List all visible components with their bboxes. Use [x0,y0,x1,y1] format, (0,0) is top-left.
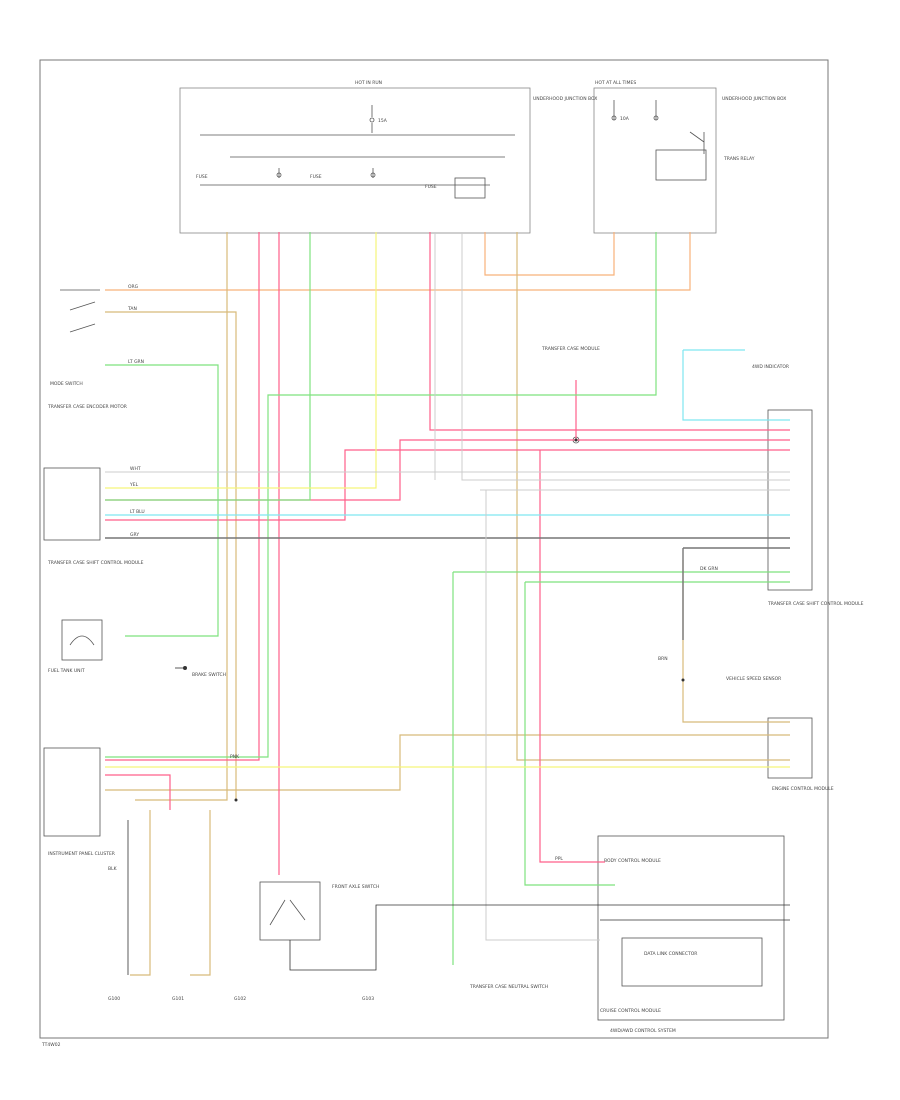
uhjb-left-label: UNDERHOOD JUNCTION BOX [533,96,597,102]
connector-dot-3 [234,798,238,802]
trans-case-shift-label: TRANSFER CASE SHIFT CONTROL MODULE [767,601,864,607]
g103-label: G103 [362,996,374,1002]
uhjb-right-label: UNDERHOOD JUNCTION BOX [722,96,786,102]
brake-switch-label: BRAKE SWITCH [192,672,226,678]
wire-orange-2 [484,232,615,276]
wire-pink-8 [105,774,171,810]
wire-lightgray-2 [461,232,790,481]
wire-orange-1 [105,232,691,291]
wire-label-ppl: PPL [555,856,563,862]
wire-tan-1 [105,311,237,800]
connector-dot-2 [574,438,578,442]
wire-label-org: ORG [128,284,139,290]
axle-switch-label: 4WD INDICATOR [752,364,789,370]
wire-label-dk-grn: DK GRN [700,566,718,572]
fuse-symbols [276,100,707,199]
hot-at-all-times-label: HOT AT ALL TIMES [595,80,636,86]
ptc-module-label: TRANSFER CASE MODULE [541,346,600,352]
wire-tan-4 [516,232,790,761]
g101-label: G101 [172,996,184,1002]
wire-label-gry: GRY [130,532,139,538]
dlc-label: DATA LINK CONNECTOR [644,951,697,957]
wire-label-brn: BRN [658,656,668,662]
wire-tan-2 [135,232,228,801]
wire-label-pnk: PNK [230,754,240,760]
fuse-b-label: FUSE [310,174,322,180]
wire-pink-3 [429,232,790,431]
bcm-label: BODY CONTROL MODULE [604,858,661,864]
hot-in-run-label: HOT IN RUN [355,80,382,86]
wire-green-2 [105,364,219,637]
wire-green-3 [105,232,657,758]
transfer-case-ecm-label: TRANSFER CASE ENCODER MOTOR [47,404,127,410]
diagram-frame [39,59,829,1039]
wire-cyan-2 [682,350,790,421]
wire-label-yel: YEL [129,482,139,488]
neutral-switch-label: TRANSFER CASE NEUTRAL SWITCH [469,984,548,990]
fuse-10a-label: 10A [620,116,630,122]
wire-green-1 [105,232,311,501]
wire-black-2 [289,904,790,971]
wire-label-blk: BLK [108,866,118,872]
cruise-label: CRUISE CONTROL MODULE [600,1008,661,1014]
wire-pink-4 [105,439,790,501]
page-code-label: TT4W02 [41,1042,61,1048]
wire-label-lt-grn: LT GRN [128,359,144,365]
footer-note-label: 4WD/AWD CONTROL SYSTEM [610,1028,676,1034]
wire-tan-7 [190,810,211,976]
wire-pink-5 [105,449,790,521]
wire-label-wht: WHT [130,466,141,472]
right-module-symbols [572,409,813,1021]
g100-label: G100 [108,996,120,1002]
wire-pink-7 [539,450,605,863]
connector-dot-4 [681,678,685,682]
wire-tan-3 [105,734,790,791]
wire-label-tan: TAN [127,306,137,312]
wire-green-7 [524,582,615,886]
wire-tan-5 [682,560,790,723]
fuse-block-main [179,87,531,234]
ipc-label: INSTRUMENT PANEL CLUSTER [48,851,115,857]
fuse-15a-label: 15A [378,118,388,124]
engine-control-label: ENGINE CONTROL MODULE [772,786,834,792]
wire-yellow-1 [105,232,377,489]
fuse-c-label: FUSE [425,184,437,190]
wire-tan-6 [130,810,151,976]
g102-label: G102 [234,996,246,1002]
mode-switch-label: MODE SWITCH [50,381,83,387]
wire-lightgray-4 [485,490,600,941]
vss-label: VEHICLE SPEED SENSOR [726,676,781,682]
wire-label-lt-blu: LT BLU [130,509,145,515]
connector-dot-1 [183,666,187,670]
fuse-block-right [593,87,717,234]
fuse-a-label: FUSE [196,174,208,180]
wire-pink-1 [105,232,260,761]
tcm-left-label: TRANSFER CASE SHIFT CONTROL MODULE [47,560,144,566]
front-axle-switch-label: FRONT AXLE SWITCH [332,884,379,890]
fuel-pump-label: FUEL TANK UNIT [48,668,85,674]
trans-relay-label: TRANS RELAY [723,156,755,162]
